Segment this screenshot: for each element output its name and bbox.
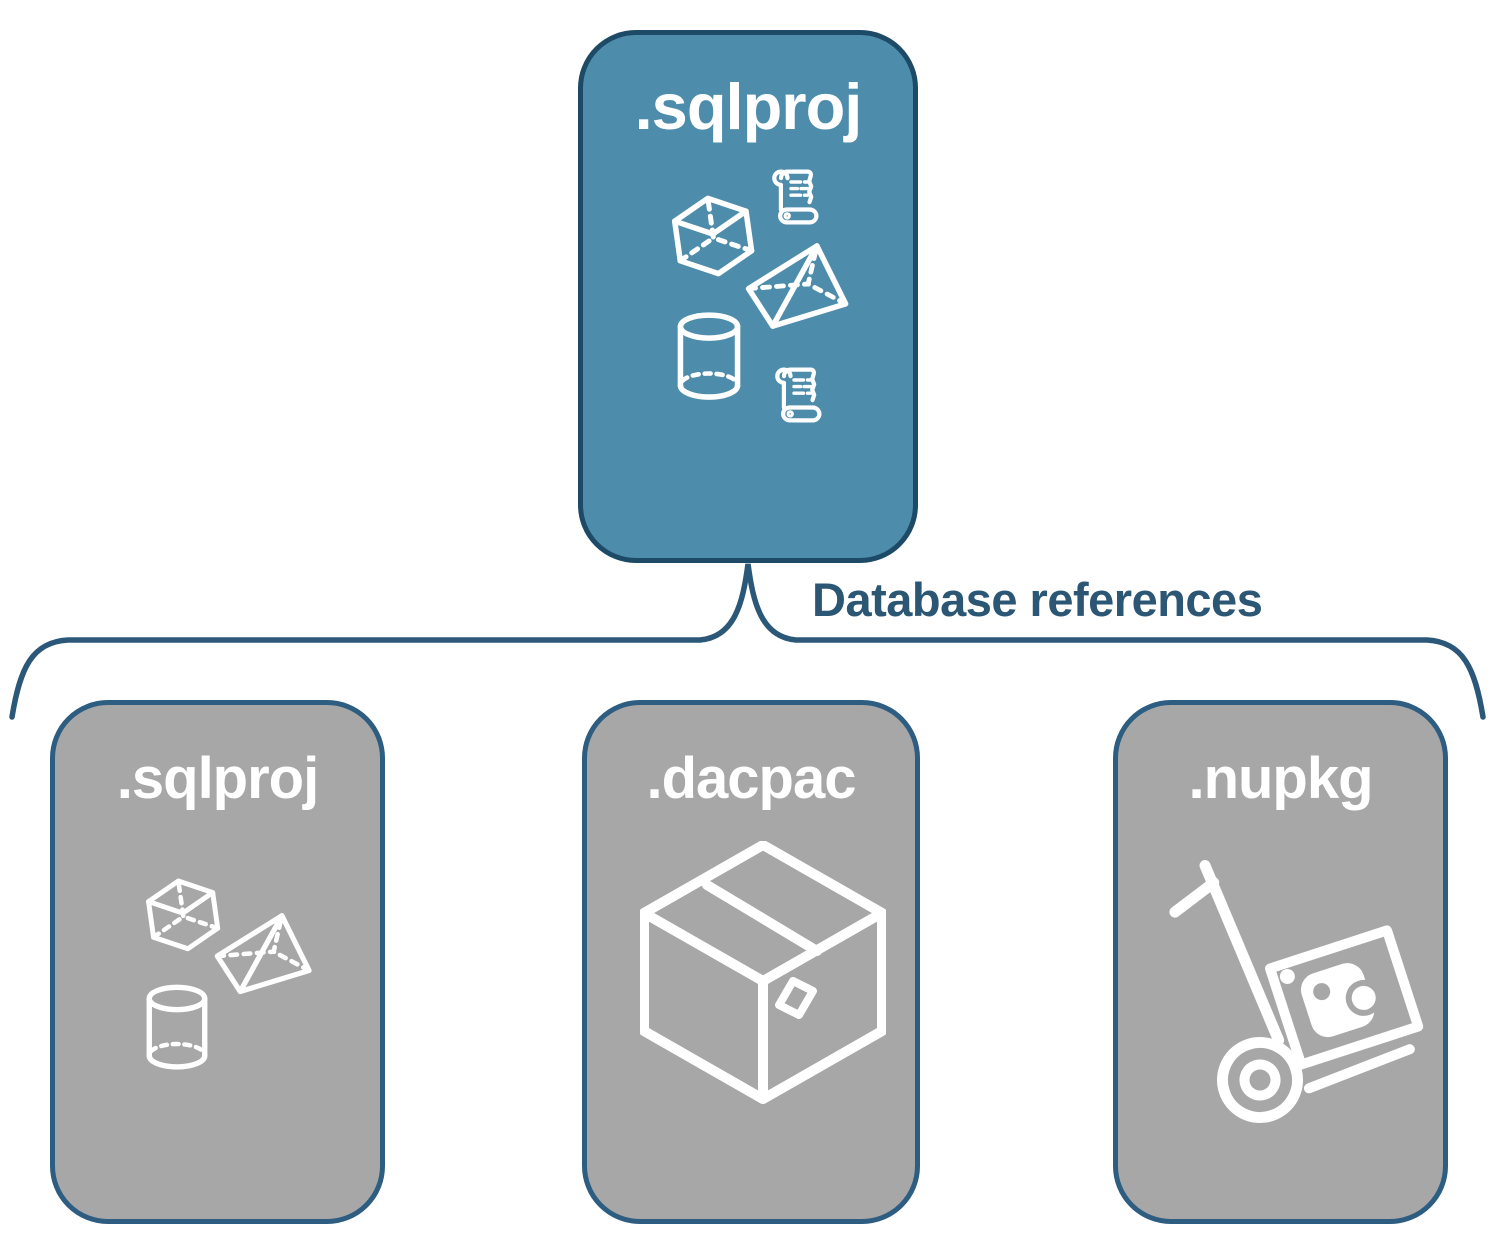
root-node-sqlproj: .sqlproj	[578, 30, 918, 563]
pyramid-icon	[744, 238, 854, 338]
child-node-sqlproj: .sqlproj	[50, 700, 385, 1224]
child-node-label: .sqlproj	[116, 746, 319, 811]
hand-truck-nuget-icon	[1169, 859, 1424, 1123]
child-node-dacpac: .dacpac	[582, 700, 920, 1224]
brace-connector	[9, 563, 1486, 720]
database-cylinder-icon	[143, 983, 211, 1073]
sql-script-icon	[766, 165, 830, 229]
child-node-label: .nupkg	[1188, 746, 1373, 811]
package-box-icon	[640, 841, 886, 1104]
database-cylinder-icon	[674, 310, 744, 404]
sql-script-icon	[769, 363, 833, 427]
pyramid-icon	[213, 908, 317, 1003]
child-node-label: .dacpac	[646, 746, 857, 811]
connector-label: Database references	[812, 573, 1263, 626]
root-node-label: .sqlproj	[634, 70, 863, 143]
child-node-nupkg: .nupkg	[1113, 700, 1448, 1224]
